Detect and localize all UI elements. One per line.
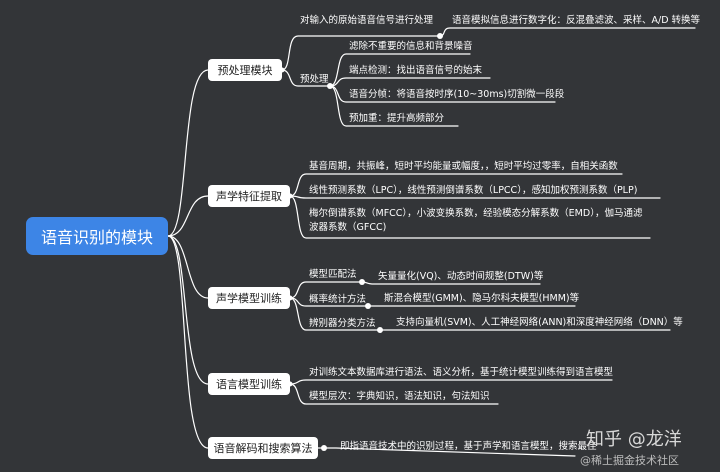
preprocess-step: 滤除不重要的信息和背景噪音 [349,41,473,52]
connector-root-features [167,195,209,237]
connector-root-decoding [167,235,209,449]
branch-language: 语言模型训练 [208,373,290,395]
acoustic-row-label: 概率统计方法 [309,294,367,305]
connector-root-preprocess [167,69,209,237]
preprocess-input-text: 对输入的原始语音信号进行处理 [300,15,434,26]
acoustic-row-detail: 斯混合模型(GMM)、隐马尔科夫模型(HMM)等 [384,293,580,304]
junction-dot [437,33,443,39]
junction-dot [377,327,383,333]
preprocess-step: 端点检测：找出语音信号的始末 [349,65,483,76]
branch-label: 声学特征提取 [216,190,282,203]
feature-item: 基音周期，共振峰，短时平均能量或幅度，，短时平均过零率，自相关函数 [309,161,618,172]
root-node: 语音识别的模块 [26,217,168,255]
connector-root-language [167,235,209,385]
feature-item: 梅尔倒谱系数（MFCC），小波变换系数，经验模态分解系数（EMD），伽马通滤波器… [309,208,643,233]
branch-label: 预处理模块 [217,64,273,77]
decoding-text: 即指语音技术中的识别过程，基于声学和语言模型，搜索最佳 [340,441,597,452]
acoustic-row-label: 模型匹配法 [309,269,357,280]
junction-dot [359,279,365,285]
juejin-watermark: @稀土掘金技术社区 [580,454,679,467]
preprocess-step: 预加重：提升高频部分 [349,113,445,124]
preprocess-digitize-text: 语音模拟信息进行数字化：反混叠滤波、采样、A/D 转换等 [452,15,701,26]
language-item: 对训练文本数据库进行语法、语义分析，基于统计模型训练得到语言模型 [309,367,614,378]
branch-preprocess: 预处理模块 [208,59,282,81]
branch-features: 声学特征提取 [208,185,290,207]
branch-label: 语音解码和搜索算法 [213,442,313,455]
branch-acoustic: 声学模型训练 [208,287,290,309]
branch-decoding: 语音解码和搜索算法 [208,437,318,459]
feature-item: 线性预测系数（LPC），线性预测倒谱系数（LPCC），感知加权预测系数（PLP) [309,185,638,196]
language-item: 模型层次：字典知识，语法知识，句法知识 [309,391,490,402]
junction-dot [327,83,333,89]
junction-dot [321,445,327,451]
branch-label: 语言模型训练 [216,378,282,391]
junction-dot [365,303,371,309]
connector-root-acoustic [167,235,209,299]
zhihu-watermark: 知乎 @龙洋 [586,429,682,450]
preprocess-step: 语音分帧：将语音按时序(10~30ms)切割微一段段 [349,89,565,100]
acoustic-row-label: 辨别器分类方法 [309,318,376,329]
preprocess-sub-label: 预处理 [300,74,329,85]
acoustic-row-detail: 支持向量机(SVM)、人工神经网络(ANN)和深度神经网络（DNN）等 [396,317,683,328]
acoustic-row-detail: 矢量量化(VQ)、动态时间规整(DTW)等 [378,271,544,282]
root-label: 语音识别的模块 [40,228,153,247]
branch-label: 声学模型训练 [216,292,282,305]
